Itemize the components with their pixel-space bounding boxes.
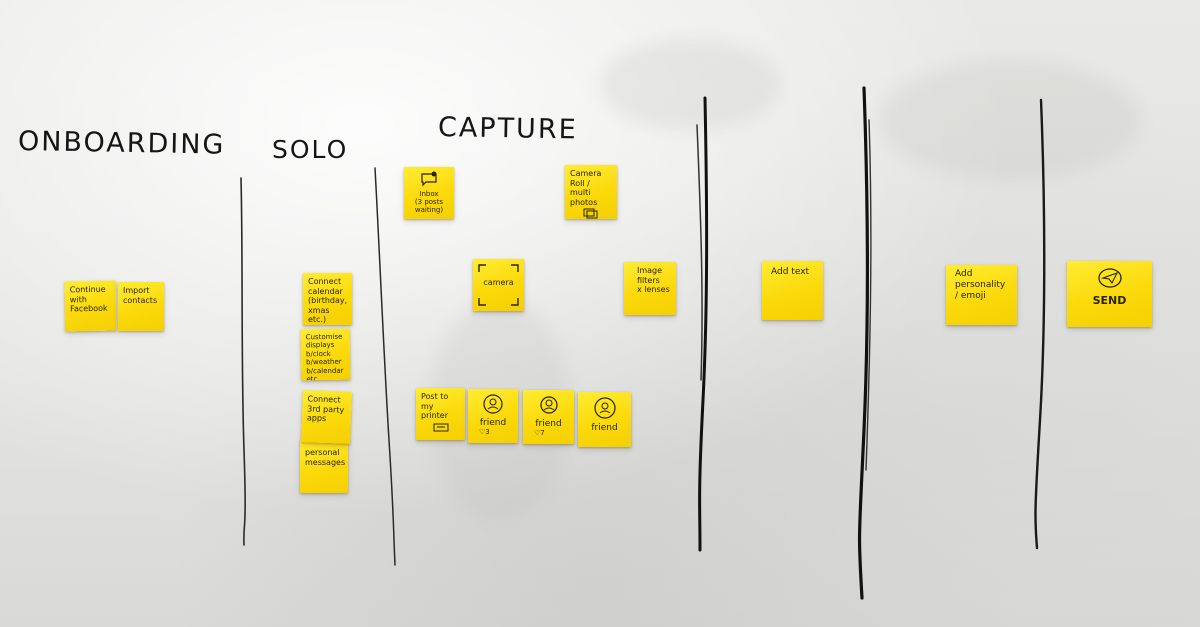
heading-onboarding: ONBOARDING xyxy=(17,126,226,161)
note-friend-1: friend ♡3 xyxy=(468,389,518,443)
divider-line-personality-send xyxy=(1034,98,1046,550)
note-text: Continue with Facebook xyxy=(69,284,108,314)
note-text: Connect 3rd party apps xyxy=(306,394,345,424)
camera-viewfinder-icon xyxy=(476,262,521,311)
note-customise-displays: Customise displays b/clock b/weather b/c… xyxy=(300,328,351,381)
note-text: Add personality / emoji xyxy=(955,269,1006,301)
divider-line-solo-capture xyxy=(374,167,396,566)
note-camera: camera xyxy=(473,259,524,311)
note-text: Add text xyxy=(771,267,810,277)
divider-line-onboarding-solo xyxy=(240,177,246,546)
note-text: friend xyxy=(479,417,507,428)
friend-avatar-icon xyxy=(583,396,626,423)
note-friend-3: friend xyxy=(578,392,631,447)
note-text: personal messages xyxy=(305,448,346,467)
wall-smudge xyxy=(600,40,780,130)
note-connect-calendar: Connect calendar (birthday, xmas etc.) xyxy=(303,273,352,325)
printer-icon xyxy=(421,421,460,436)
heading-capture: CAPTURE xyxy=(437,112,578,146)
note-add-personality-emoji: Add personality / emoji xyxy=(946,265,1017,325)
note-text: camera xyxy=(483,278,514,287)
note-text: friend xyxy=(535,418,562,429)
divider-line-text-personality xyxy=(857,86,869,600)
note-text: SEND xyxy=(1092,293,1127,307)
note-text: Import contacts xyxy=(123,286,158,305)
note-camera-roll: Camera Roll / multi photos xyxy=(565,165,617,219)
note-import-contacts: Import contacts xyxy=(118,282,164,331)
note-post-to-my-printer: Post to my printer xyxy=(416,388,465,440)
note-continue-with-facebook: Continue with Facebook xyxy=(64,280,117,332)
divider-line-capture-text xyxy=(698,96,709,552)
note-personal-messages: personal messages xyxy=(300,440,348,493)
note-text: Customise displays b/clock b/weather b/c… xyxy=(305,332,344,381)
note-add-text: Add text xyxy=(762,261,823,320)
inbox-icon xyxy=(409,171,449,190)
divider-line-text-personality-2 xyxy=(865,119,872,471)
note-subtext: ♡3 xyxy=(479,428,490,437)
note-text: Connect calendar (birthday, xmas etc.) xyxy=(308,277,348,325)
note-image-filters: Image filters x lenses xyxy=(624,262,676,315)
note-friend-2: friend ♡7 xyxy=(523,390,574,444)
note-send: SEND xyxy=(1067,261,1152,327)
note-connect-3rd-party-apps: Connect 3rd party apps xyxy=(301,390,352,444)
friend-avatar-icon xyxy=(473,393,513,418)
note-text: Camera Roll / multi photos xyxy=(570,169,602,207)
note-text: Inbox (3 posts waiting) xyxy=(414,189,444,215)
note-text: Post to my printer xyxy=(421,392,449,421)
wall-smudge xyxy=(880,60,1140,180)
photos-icon xyxy=(570,207,612,219)
send-paper-plane-icon xyxy=(1072,267,1147,292)
friend-avatar-icon xyxy=(528,394,569,419)
note-text: Image filters x lenses xyxy=(637,266,670,295)
note-inbox: Inbox (3 posts waiting) xyxy=(404,167,454,219)
note-subtext: ♡7 xyxy=(534,429,545,438)
note-text: friend xyxy=(591,422,618,433)
heading-solo: SOLO xyxy=(272,135,349,164)
divider-line-capture-text-2 xyxy=(696,124,703,381)
